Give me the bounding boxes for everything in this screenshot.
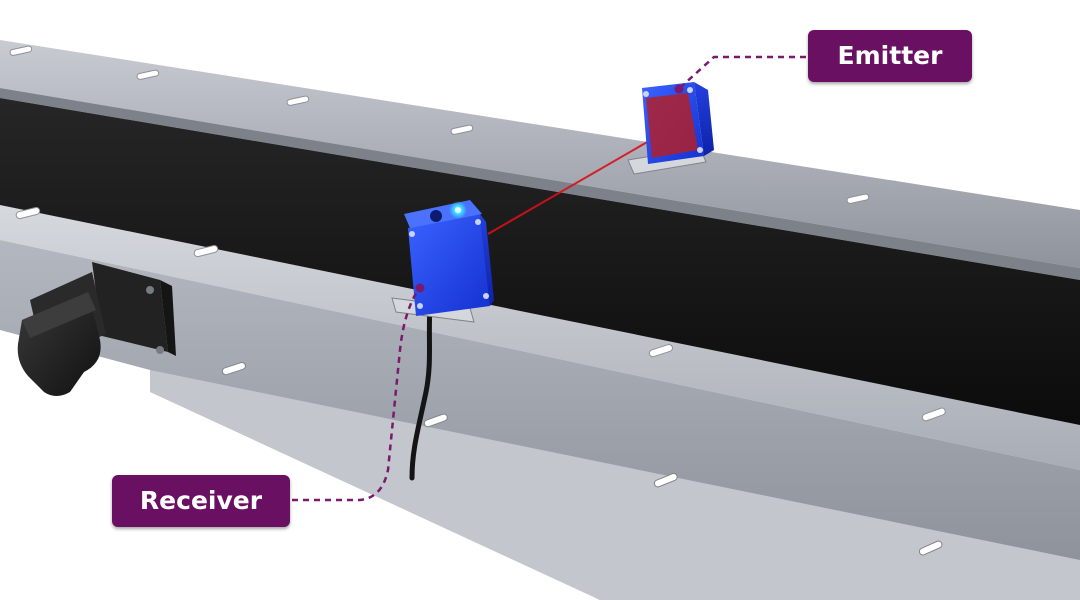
front-rail-top (0, 205, 1080, 470)
emitter-label: Emitter (808, 30, 972, 82)
emitter-sensor-icon (627, 82, 714, 175)
conveyor-belt (0, 98, 1080, 430)
receiver-leader-line (292, 283, 425, 502)
front-rail-side-slots (221, 361, 943, 556)
back-rail-top (0, 40, 1080, 268)
stepper-motor-icon (17, 262, 176, 396)
emitter-leader-line (674, 55, 806, 94)
receiver-label: Receiver (112, 475, 290, 527)
front-rail-top-slots (15, 206, 946, 422)
front-rail-flange (150, 370, 1080, 600)
back-rail-slots (9, 45, 870, 204)
laser-beam (487, 129, 669, 235)
receiver-cable (409, 302, 433, 481)
receiver-sensor-icon (391, 200, 494, 323)
back-rail-lip (0, 88, 1080, 280)
